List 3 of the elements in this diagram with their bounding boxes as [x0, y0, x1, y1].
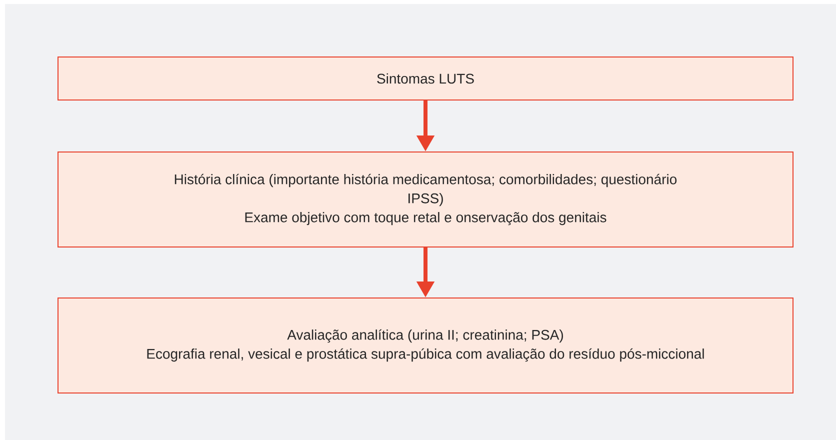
process-box: Avaliação analítica (urina II; creatinina; PSA) Ecografia renal, vesical e prostática supra-púbica com avaliação do resíduo pós-miccional [58, 298, 794, 394]
process-box: Sintomas LUTS [58, 56, 794, 100]
process-box: História clínica (importante história medicamentosa; comorbilidades; questionário IPSS) Exame objetivo com toque retal e onservação dos genitais [58, 152, 794, 248]
